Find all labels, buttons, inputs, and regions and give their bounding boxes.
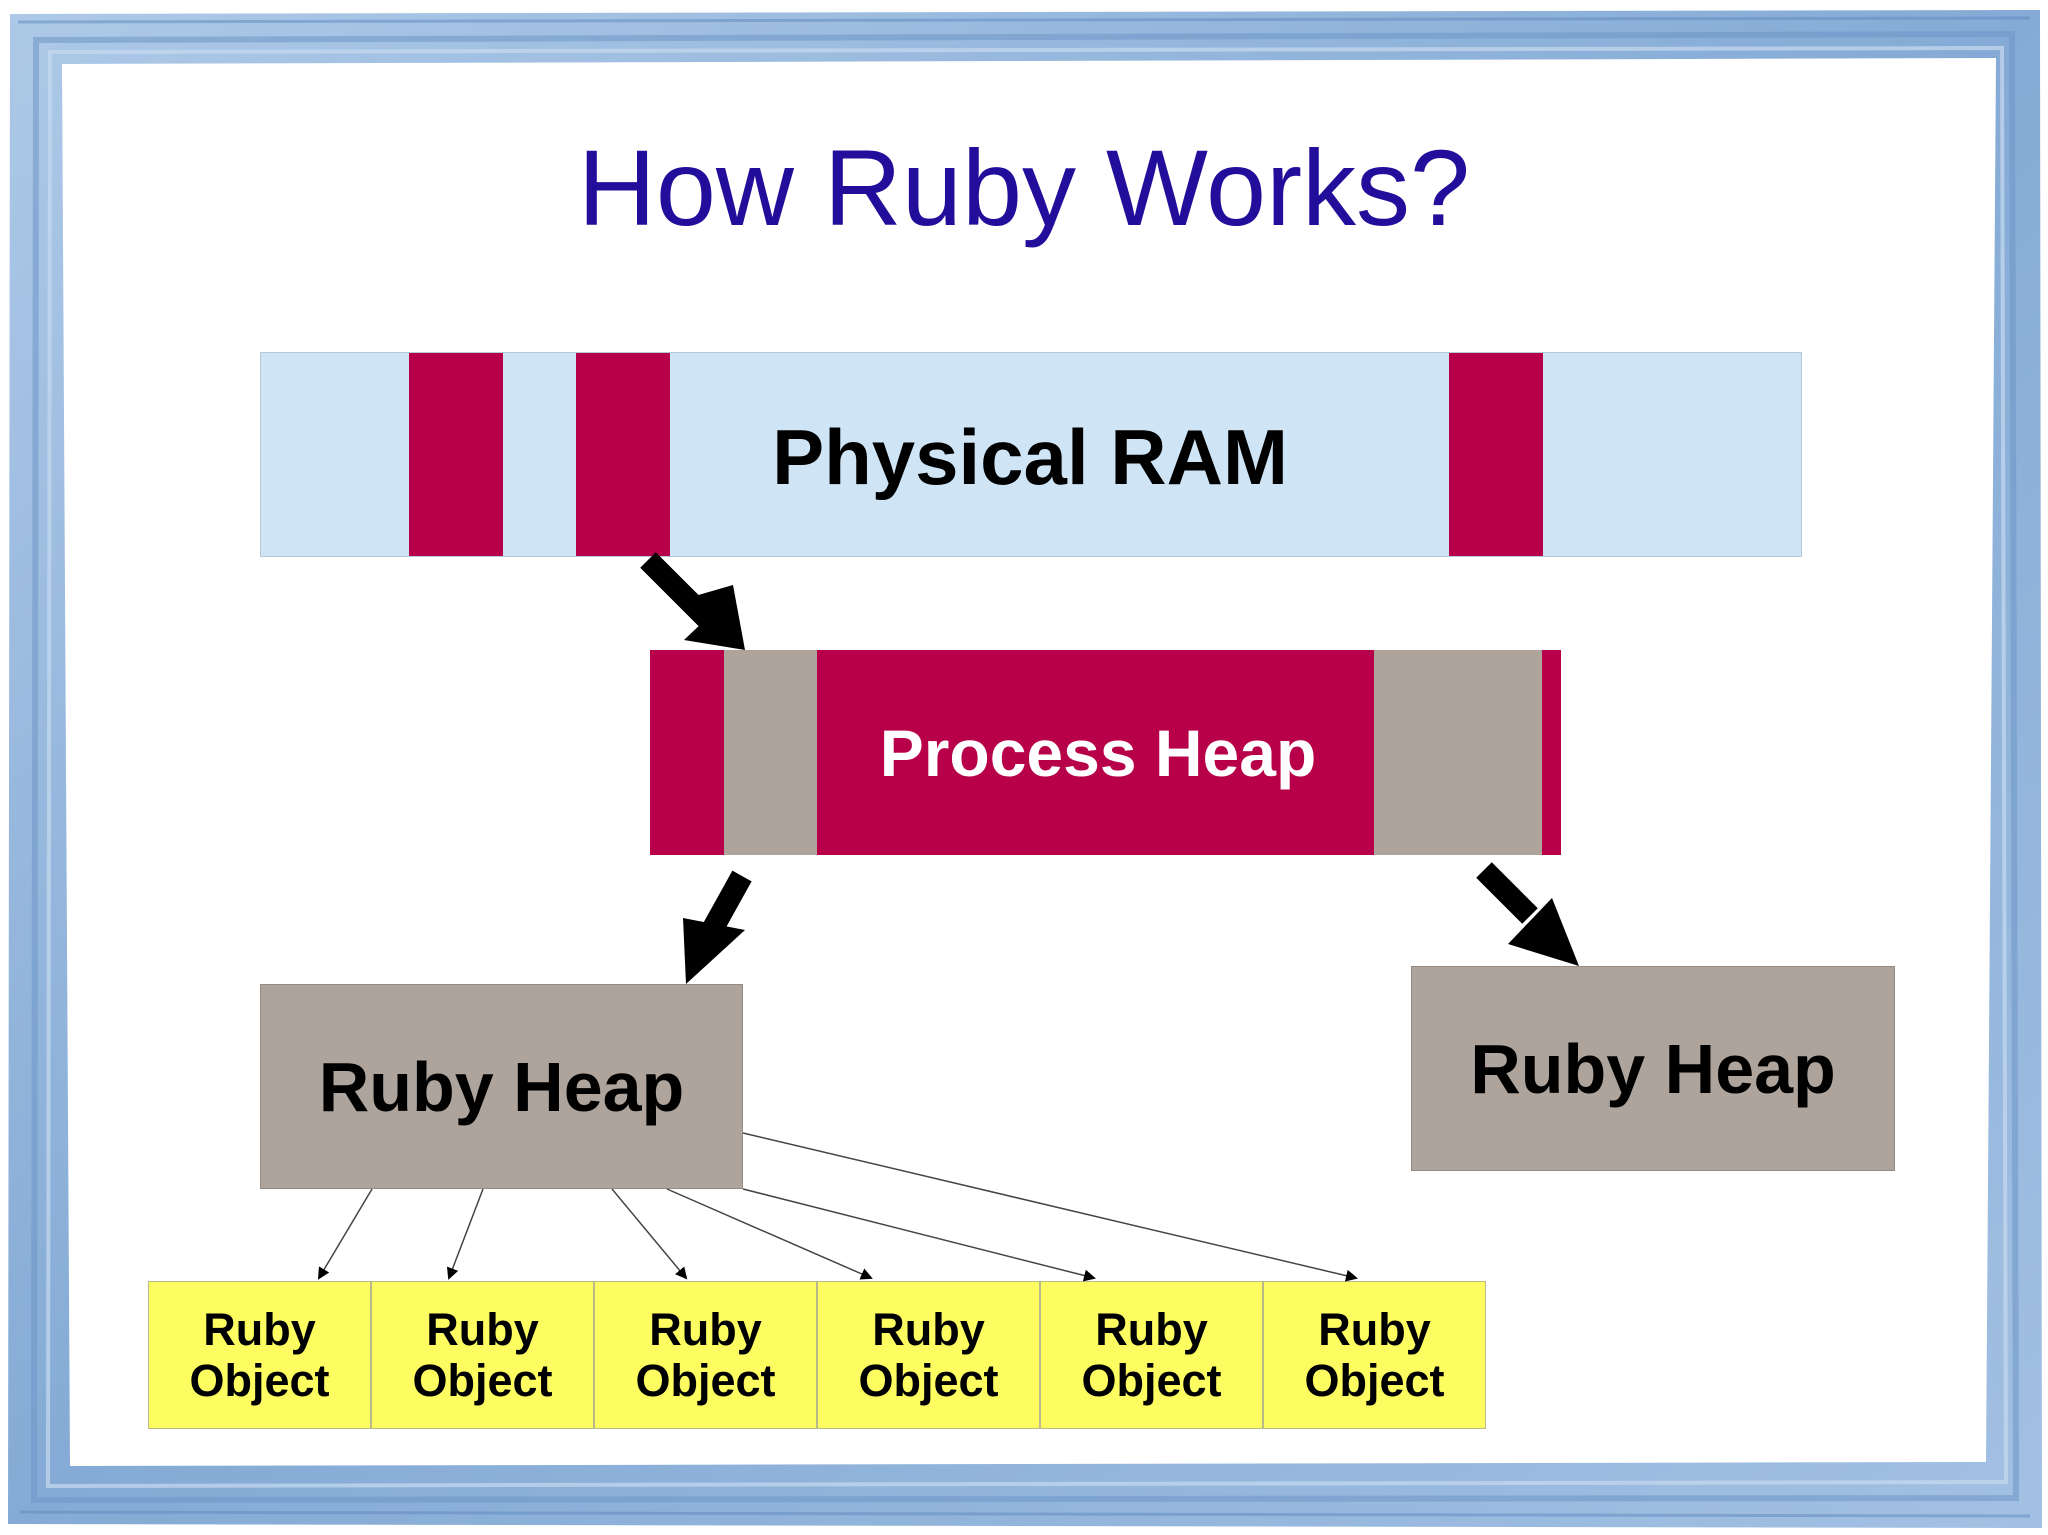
arrow-heap-to-right-ruby-heap xyxy=(1476,862,1579,966)
ruby-object: Ruby Object xyxy=(371,1281,594,1429)
ruby-object-line1: Ruby xyxy=(1318,1304,1431,1355)
ruby-object-line1: Ruby xyxy=(203,1304,316,1355)
ruby-heap-left: Ruby Heap xyxy=(260,984,743,1189)
ram-segment xyxy=(576,353,670,556)
ruby-object: Ruby Object xyxy=(594,1281,817,1429)
ruby-object-line2: Object xyxy=(1081,1355,1222,1406)
ruby-object-line2: Object xyxy=(635,1355,776,1406)
ram-segment xyxy=(409,353,503,556)
heap-segment xyxy=(724,650,817,855)
ruby-object: Ruby Object xyxy=(817,1281,1040,1429)
ruby-object-line2: Object xyxy=(412,1355,553,1406)
ruby-object-line2: Object xyxy=(1304,1355,1445,1406)
ram-segment xyxy=(1449,353,1543,556)
ruby-object-line1: Ruby xyxy=(426,1304,539,1355)
ruby-object: Ruby Object xyxy=(148,1281,371,1429)
ruby-object-line2: Object xyxy=(189,1355,330,1406)
ruby-heap-right: Ruby Heap xyxy=(1411,966,1895,1171)
ruby-object-line1: Ruby xyxy=(872,1304,985,1355)
physical-ram-bar xyxy=(260,352,1802,557)
arrow-ram-to-heap xyxy=(640,552,745,650)
process-heap-label: Process Heap xyxy=(879,716,1317,790)
ruby-object: Ruby Object xyxy=(1040,1281,1263,1429)
physical-ram-label: Physical RAM xyxy=(772,413,1288,501)
ruby-object-line1: Ruby xyxy=(649,1304,762,1355)
slide-title: How Ruby Works? xyxy=(577,127,1471,248)
arrow-heap-to-left-ruby-heap xyxy=(683,870,752,984)
process-heap-bar xyxy=(650,650,1561,855)
ruby-object-line1: Ruby xyxy=(1095,1304,1208,1355)
ruby-heap-to-object-arrows xyxy=(317,1132,1358,1282)
ruby-object: Ruby Object xyxy=(1263,1281,1486,1429)
ruby-object-line2: Object xyxy=(858,1355,999,1406)
heap-segment xyxy=(1374,650,1542,855)
